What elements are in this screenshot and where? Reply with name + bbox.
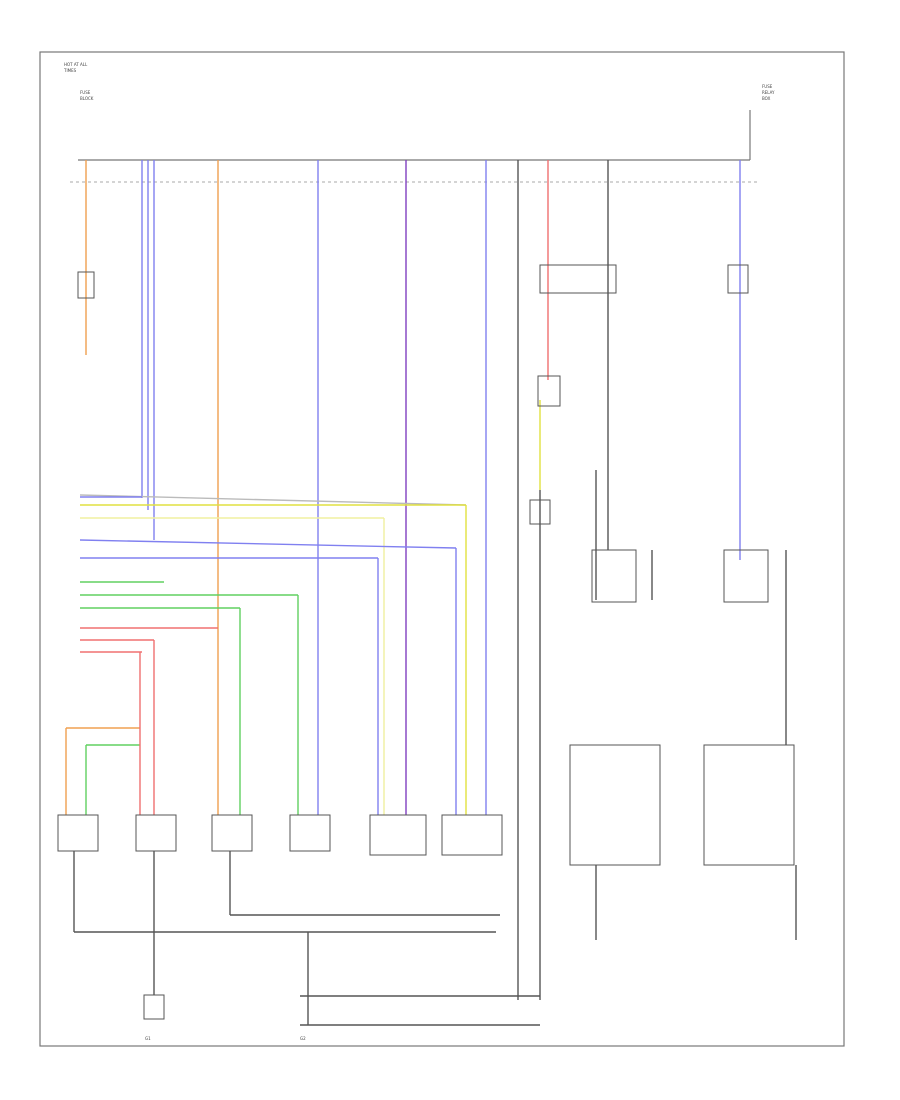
svg-text:BOX: BOX xyxy=(762,96,771,101)
ground-right-label: G2 xyxy=(300,1036,306,1041)
svg-text:TIMES: TIMES xyxy=(63,68,77,73)
svg-text:BLOCK: BLOCK xyxy=(80,96,94,101)
right-modules xyxy=(569,470,797,940)
svg-text:FUSE: FUSE xyxy=(762,84,773,89)
svg-text:HOT AT ALL: HOT AT ALL xyxy=(64,62,88,67)
relay-components xyxy=(77,264,749,525)
relay-box-label: FUSE RELAY BOX xyxy=(762,84,775,101)
switch-row xyxy=(57,814,503,856)
ground-bus: G1 G2 xyxy=(73,851,540,1041)
power-bus xyxy=(70,110,760,183)
ground-left-label: G1 xyxy=(145,1036,151,1041)
harness-lines xyxy=(65,494,467,815)
diagram-frame xyxy=(39,51,845,1047)
feed-wires xyxy=(85,160,741,1000)
svg-text:FUSE: FUSE xyxy=(80,90,91,95)
fuse-block-label: HOT AT ALL TIMES FUSE BLOCK xyxy=(63,62,94,101)
svg-text:RELAY: RELAY xyxy=(762,90,775,95)
